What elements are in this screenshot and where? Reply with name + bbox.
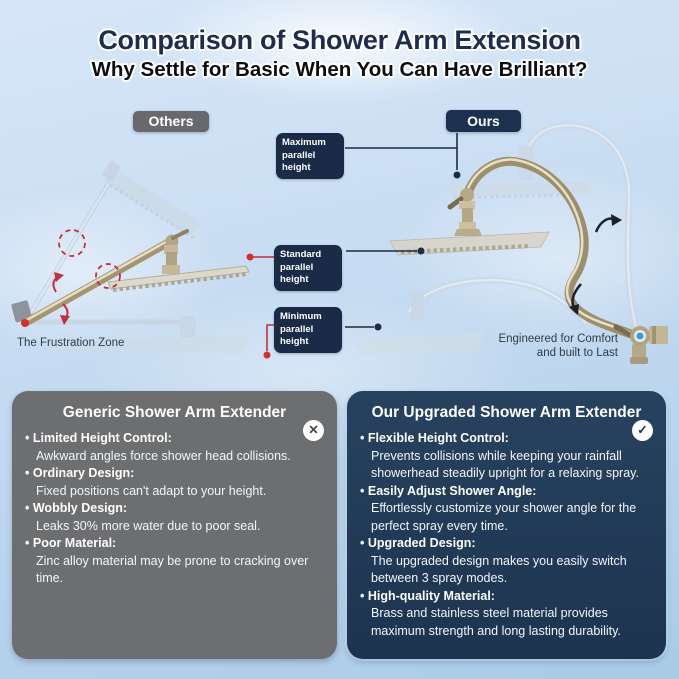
feature-description: Leaks 30% more water due to poor seal. xyxy=(36,518,261,533)
frustration-annotations xyxy=(21,229,121,327)
feature-item: Easily Adjust Shower Angle: Effortlessly… xyxy=(360,483,653,536)
feature-description: Brass and stainless steel material provi… xyxy=(371,606,621,638)
panel-generic-title: Generic Shower Arm Extender xyxy=(62,404,287,421)
feature-item: Upgraded Design: The upgraded design mak… xyxy=(360,535,653,588)
feature-heading: Wobbly Design: xyxy=(25,500,324,518)
feature-heading: Easily Adjust Shower Angle: xyxy=(360,483,653,501)
feature-description: Effortlessly customize your shower angle… xyxy=(371,501,637,533)
feature-heading: Limited Height Control: xyxy=(25,430,324,448)
callout-minimum-height: Minimum parallel height xyxy=(274,307,342,353)
page-title: Comparison of Shower Arm Extension xyxy=(98,25,581,55)
feature-item: Wobbly Design: Leaks 30% more water due … xyxy=(25,500,324,535)
feature-description: Prevents collisions while keeping your r… xyxy=(371,448,639,481)
callout-maximum-height: Maximum parallel height xyxy=(276,133,344,179)
panel-generic-extender: Generic Shower Arm Extender ✕ Limited He… xyxy=(12,391,337,659)
ours-product xyxy=(389,156,668,364)
feature-description: Zinc alloy material may be prone to crac… xyxy=(36,553,309,586)
badge-others: Others xyxy=(133,111,209,132)
page-subtitle: Why Settle for Basic When You Can Have B… xyxy=(91,58,588,81)
feature-heading: Poor Material: xyxy=(25,535,324,553)
badge-ours: Ours xyxy=(446,110,521,132)
feature-description: Awkward angles force shower head collisi… xyxy=(36,448,291,463)
check-mark-icon: ✓ xyxy=(632,420,653,441)
jewel-dot xyxy=(636,332,644,340)
feature-item: Limited Height Control: Awkward angles f… xyxy=(25,430,324,465)
x-mark-icon: ✕ xyxy=(303,420,324,441)
feature-item: Flexible Height Control: Prevents collis… xyxy=(360,430,653,483)
panel-upgraded-title: Our Upgraded Shower Arm Extender xyxy=(371,404,642,421)
wall-mount xyxy=(613,324,668,364)
feature-heading: Flexible Height Control: xyxy=(360,430,653,448)
others-product xyxy=(11,229,250,327)
frustration-zone-caption: The Frustration Zone xyxy=(17,337,125,349)
feature-item: High-quality Material: Brass and stainle… xyxy=(360,588,653,641)
feature-heading: High-quality Material: xyxy=(360,588,653,606)
feature-item: Poor Material: Zinc alloy material may b… xyxy=(25,535,324,588)
callout-connectors xyxy=(246,133,461,359)
feature-description: The upgraded design makes you easily swi… xyxy=(371,553,627,586)
dashed-problem-circle xyxy=(95,263,121,289)
callout-standard-height: Standard parallel height xyxy=(274,245,342,291)
feature-heading: Ordinary Design: xyxy=(25,465,324,483)
feature-item: Ordinary Design: Fixed positions can't a… xyxy=(25,465,324,500)
others-ghost-positions xyxy=(23,160,252,353)
adjust-arrows xyxy=(569,214,622,315)
panel-upgraded-extender: Our Upgraded Shower Arm Extender ✓ Flexi… xyxy=(347,391,666,659)
feature-heading: Upgraded Design: xyxy=(360,535,653,553)
dashed-problem-circle xyxy=(58,229,86,257)
engineered-caption: Engineered for Comfort and built to Last xyxy=(498,333,618,359)
feature-description: Fixed positions can't adapt to your heig… xyxy=(36,483,267,498)
